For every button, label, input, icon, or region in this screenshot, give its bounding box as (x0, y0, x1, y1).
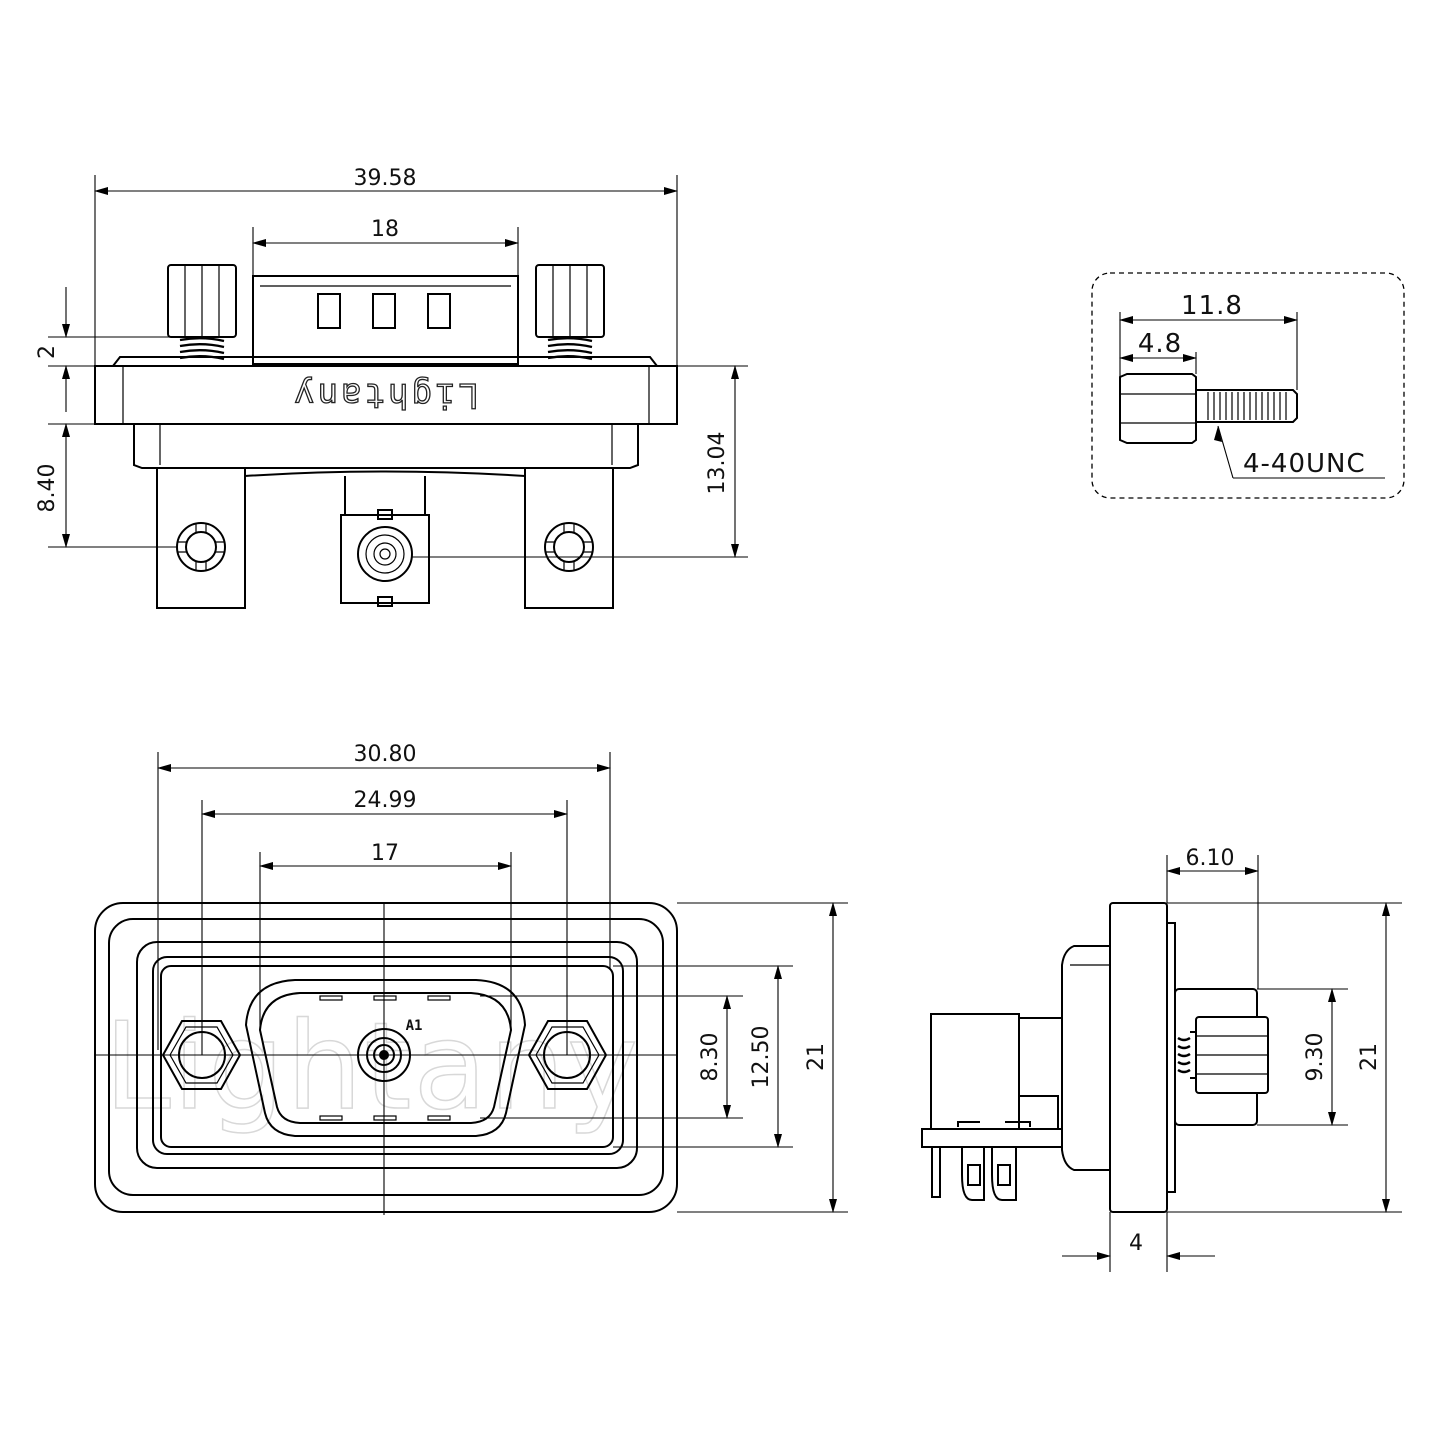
side-flange (1109, 902, 1168, 1213)
pcb-board (921, 1128, 1063, 1148)
svg-text:21: 21 (1357, 1043, 1382, 1071)
dim-pin-offset: 8.40 (35, 423, 177, 548)
thread-leader: 4-40UNC (1214, 425, 1385, 479)
contact-slot (372, 293, 396, 329)
right-angle-body (930, 1013, 1020, 1130)
svg-text:4: 4 (1129, 1231, 1143, 1256)
d-shell-inner (258, 992, 513, 1124)
dim-hole-spacing: 24.99 (201, 788, 568, 1055)
jack-screw-right (535, 264, 605, 361)
contact-slot (317, 293, 341, 329)
svg-text:13.04: 13.04 (705, 432, 730, 495)
outer-flange (94, 902, 678, 1213)
svg-text:17: 17 (371, 841, 399, 866)
coax-contact-block (340, 514, 430, 604)
hex-standoff (1119, 373, 1197, 444)
svg-text:12.50: 12.50 (749, 1026, 774, 1089)
flange-top-edge (112, 356, 658, 367)
svg-text:11.8: 11.8 (1181, 291, 1243, 321)
flange-inner-edge (108, 918, 664, 1196)
dim-flange-thickness: 4 (1062, 1212, 1215, 1272)
dim-side-flange-height: 21 (1167, 902, 1402, 1213)
d-shell-top (252, 275, 519, 365)
dim-flange-thickness: 2 (35, 287, 178, 412)
body-lower (133, 424, 639, 469)
pcb-leg-right (524, 467, 614, 609)
svg-text:8.40: 8.40 (35, 464, 60, 513)
jack-screw-left (167, 264, 237, 361)
svg-text:24.99: 24.99 (354, 788, 417, 813)
side-jack-screw (1177, 1016, 1269, 1094)
dim-inner-height: 8.30 (480, 995, 743, 1119)
dim-hex-height: 9.30 (1257, 988, 1348, 1126)
pcb-leg-left (156, 467, 246, 609)
dim-shell-width: 17 (259, 841, 512, 1030)
contact-slot (427, 293, 451, 329)
panel-view: Lightany A1 (94, 742, 848, 1215)
brand-logo: Lightany (291, 375, 479, 415)
panel-cutout (160, 965, 614, 1148)
dim-hex-length: 4.8 (1119, 329, 1197, 374)
pin-label: A1 (406, 1018, 423, 1034)
mount-hole-left (176, 522, 226, 572)
dim-overall-width: 39.58 (94, 166, 678, 366)
svg-text:4.8: 4.8 (1138, 329, 1182, 359)
svg-text:39.58: 39.58 (354, 166, 417, 191)
side-view: 6.10 9.30 21 4 (921, 846, 1402, 1272)
svg-text:8.30: 8.30 (698, 1033, 723, 1082)
screw-detail-inset: 11.8 4.8 4-40UNC (1091, 272, 1405, 499)
dim-flange-height: 21 (677, 902, 848, 1213)
front-view: Lightany (35, 166, 748, 609)
svg-text:9.30: 9.30 (1303, 1033, 1328, 1082)
mount-hole-right (544, 522, 594, 572)
rear-shell (1061, 945, 1110, 1171)
dim-screw-protrusion: 6.10 (1166, 846, 1259, 989)
svg-text:2: 2 (35, 345, 60, 359)
dim-cutout-height: 12.50 (613, 965, 793, 1148)
svg-text:30.80: 30.80 (354, 742, 417, 767)
thread-label: 4-40UNC (1243, 449, 1366, 479)
flange (94, 365, 678, 425)
dim-shell-width: 18 (252, 217, 519, 276)
svg-text:21: 21 (804, 1043, 829, 1071)
d-shell-outer (244, 979, 527, 1137)
dim-outer-width: 30.80 (157, 742, 611, 1050)
dim-screw-length: 11.8 (1119, 291, 1298, 390)
svg-text:18: 18 (371, 217, 399, 242)
threaded-stud (1196, 389, 1298, 423)
svg-text:6.10: 6.10 (1186, 846, 1235, 871)
dim-total-height: 13.04 (412, 365, 748, 558)
